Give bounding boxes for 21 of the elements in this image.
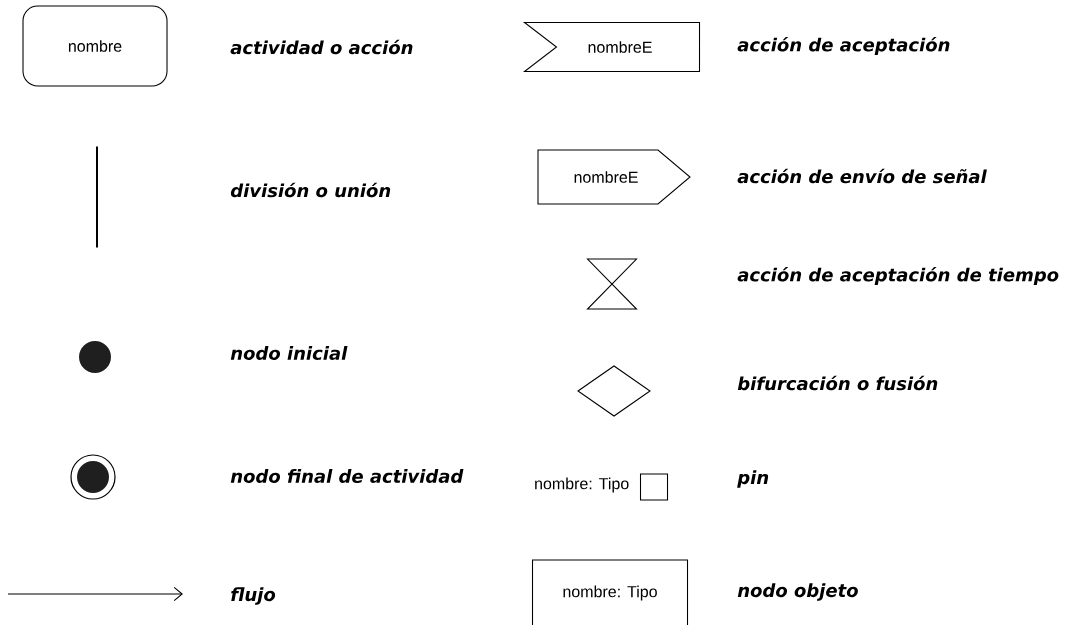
legend-label: flujo — [231, 587, 276, 605]
send-signal-box: nombreE — [537, 149, 691, 205]
hourglass-symbol — [586, 258, 638, 310]
legend-label: nodo final de actividad — [230, 469, 464, 483]
legend-label: nodo inicial — [230, 346, 348, 360]
object-box: nombre: Tipo — [531, 559, 689, 625]
final-node-symbol — [70, 454, 116, 500]
action-box: nombre — [22, 5, 168, 87]
legend-label: división o unión — [230, 182, 391, 198]
legend-label: acción de envío de señal — [737, 168, 987, 184]
accept-event-box: nombreE — [522, 21, 701, 73]
legend-label: bifurcación o fusión — [737, 375, 938, 391]
legend-label: pin — [737, 470, 769, 488]
initial-node-dot — [79, 341, 111, 373]
pin-square — [639, 473, 669, 501]
legend-label: acción de aceptación de tiempo — [737, 266, 1059, 286]
legend-label: acción de aceptación — [737, 36, 950, 56]
legend-label: actividad o acción — [230, 39, 413, 55]
legend-label: nodo objeto — [737, 583, 858, 601]
pin-label: nombre: Tipo — [535, 477, 629, 493]
decision-diamond — [577, 365, 651, 417]
